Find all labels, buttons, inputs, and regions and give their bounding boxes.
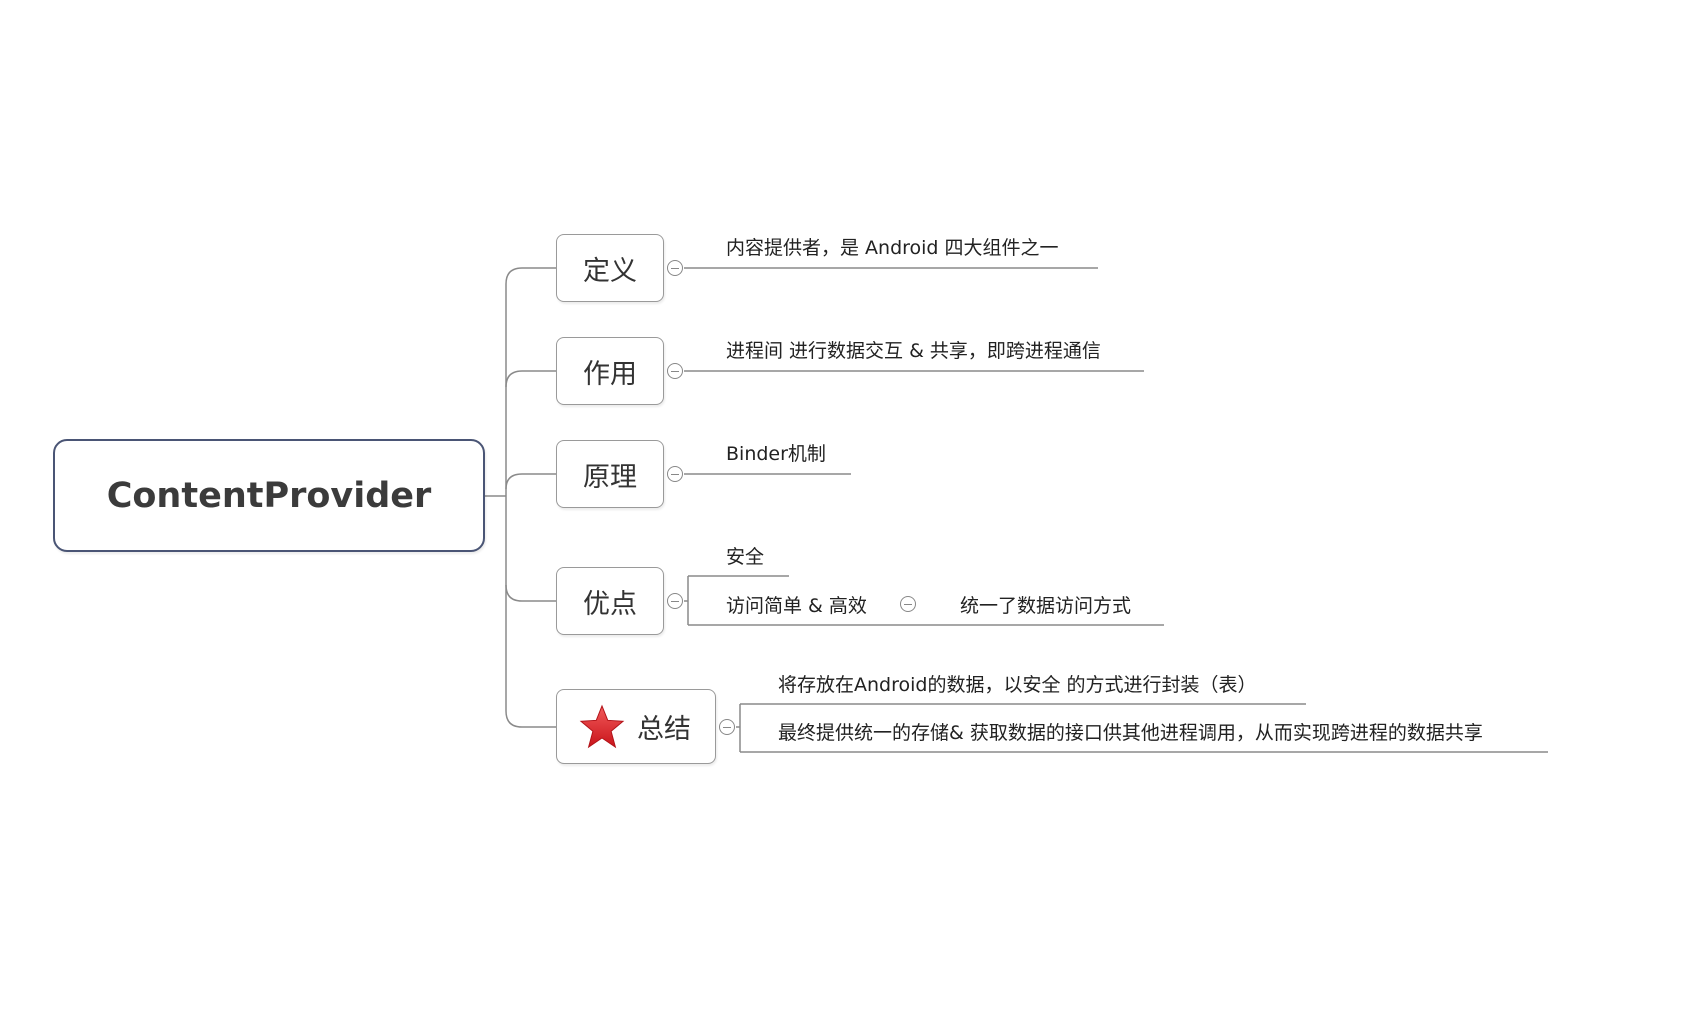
leaf-definition-0[interactable]: 内容提供者，是 Android 四大组件之一 — [726, 237, 1059, 259]
leaf-function-0[interactable]: 进程间 进行数据交互 & 共享，即跨进程通信 — [726, 340, 1101, 362]
collapse-toggle-icon[interactable] — [667, 466, 683, 482]
collapse-toggle-icon[interactable] — [667, 363, 683, 379]
root-label: ContentProvider — [106, 475, 432, 516]
branch-connector-principle — [505, 473, 556, 490]
branch-connector-function — [505, 370, 556, 388]
collapse-toggle-icon[interactable] — [667, 260, 683, 276]
collapse-toggle-icon[interactable] — [900, 596, 916, 612]
leaf-summary-1[interactable]: 最终提供统一的存储& 获取数据的接口供其他进程调用，从而实现跨进程的数据共享 — [778, 722, 1483, 744]
branch-node-definition[interactable]: 定义 — [556, 234, 664, 302]
leaf-bracket-advantages — [684, 575, 1164, 626]
leaf-advantages-1[interactable]: 访问简单 & 高效 — [726, 595, 867, 617]
trunk-line — [505, 267, 556, 728]
leaf-summary-0[interactable]: 将存放在Android的数据，以安全 的方式进行封装（表） — [778, 674, 1257, 696]
branch-node-advantages[interactable]: 优点 — [556, 567, 664, 635]
collapse-toggle-icon[interactable] — [719, 719, 735, 735]
star-icon — [579, 704, 625, 748]
leaf-advantages-0[interactable]: 安全 — [726, 546, 765, 568]
leaf-bracket-summary — [736, 703, 1548, 753]
branch-node-summary[interactable]: 总结 — [556, 689, 716, 764]
branch-label: 作用 — [583, 358, 637, 390]
collapse-toggle-icon[interactable] — [667, 593, 683, 609]
branch-label: 优点 — [583, 588, 637, 620]
root-node[interactable]: ContentProvider — [53, 439, 485, 552]
branch-node-function[interactable]: 作用 — [556, 337, 664, 405]
leaf-advantages-sub[interactable]: 统一了数据访问方式 — [960, 595, 1132, 617]
branch-connector-advantages — [505, 584, 556, 602]
branch-label: 原理 — [583, 461, 637, 493]
leaf-principle-0[interactable]: Binder机制 — [726, 443, 826, 465]
branch-label: 总结 — [637, 714, 691, 745]
branch-node-principle[interactable]: 原理 — [556, 440, 664, 508]
branch-label: 定义 — [583, 255, 637, 287]
